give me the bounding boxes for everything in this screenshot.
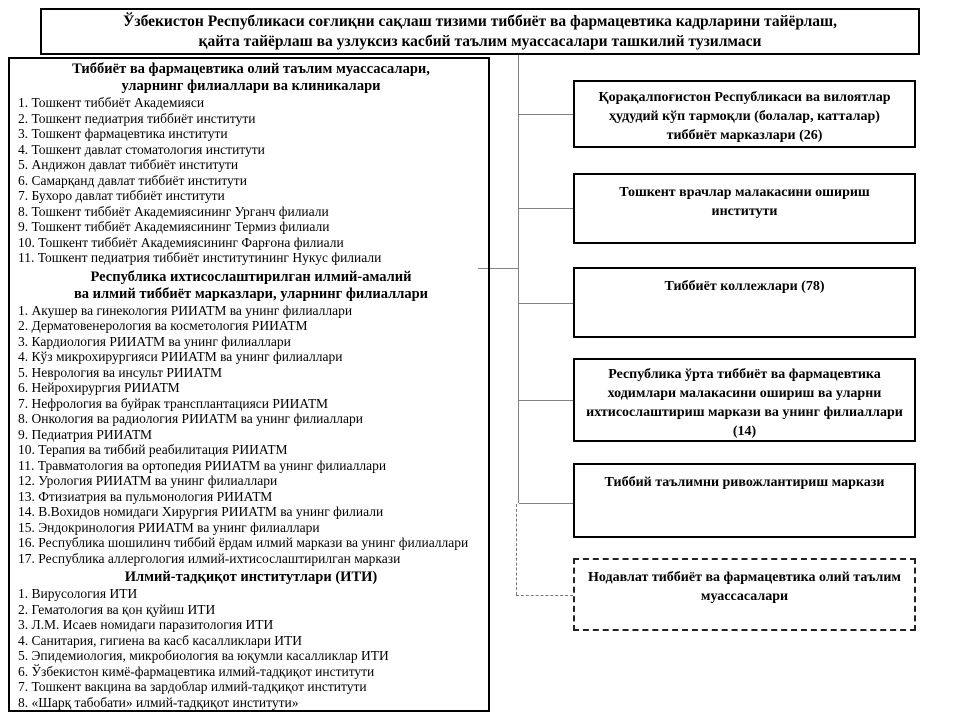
list-item: 4. Тошкент давлат стоматология институти	[18, 141, 265, 157]
section-header: Илмий-тадқиқот институтлари (ИТИ)	[124, 569, 378, 585]
list-item: 7. Нефрология ва буйрак трансплантацияси…	[18, 395, 329, 411]
list-item: 5. Андижон давлат тиббиёт институти	[18, 157, 239, 172]
list-item: 11. Травматология ва ортопедия РИИАТМ ва…	[18, 457, 387, 473]
branch-line-2	[519, 208, 573, 209]
list-item: 1. Акушер ва гинекология РИИАТМ ва унинг…	[18, 302, 353, 318]
box-tashkent-doctors-institute: Тошкент врачлар малакасини ошириш инстит…	[573, 173, 916, 244]
section-item-list: 1. Акушер ва гинекология РИИАТМ ва унинг…	[18, 303, 484, 567]
list-item: 17. Республика аллергология илмий-ихтисо…	[18, 550, 401, 566]
list-item: 11. Тошкент педиатрия тиббиёт институтин…	[18, 250, 382, 265]
branch-line-5	[519, 503, 573, 504]
box-nongovernment-higher-education: Нодавлат тиббиёт ва фармацевтика олий та…	[573, 558, 916, 631]
list-item: 10. Терапия ва тиббий реабилитация РИИАТ…	[18, 442, 288, 457]
section-header: ва илмий тиббиёт марказлари, уларнинг фи…	[73, 285, 429, 302]
list-item: 15. Эндокринология РИИАТМ ва унинг филиа…	[18, 519, 320, 535]
list-item: 2. Дерматовенерология ва косметология РИ…	[18, 318, 308, 333]
list-item: 3. Кардиология РИИАТМ ва унинг филиаллар…	[18, 333, 291, 349]
box-mid-level-staff-center: Республика ўрта тиббиёт ва фармацевтика …	[573, 358, 916, 442]
list-item: 3. Тошкент фармацевтика институти	[18, 126, 228, 141]
box-label: Тошкент врачлар малакасини ошириш инстит…	[619, 185, 870, 219]
section-header: Тиббиёт ва фармацевтика олий таълим муас…	[72, 61, 430, 77]
list-item: 1. Тошкент тиббиёт Академияси	[18, 95, 205, 110]
list-item: 4. Санитария, гигиена ва касб касалликла…	[18, 632, 303, 648]
list-item: 5. Неврология ва инсульт РИИАТМ	[18, 364, 223, 380]
box-regional-medical-centers: Қорақалпоғистон Республикаси ва вилоятла…	[573, 80, 916, 148]
list-item: 16. Республика шошилинч тиббий ёрдам илм…	[18, 535, 469, 550]
list-item: 7. Бухоро давлат тиббиёт институти	[18, 188, 225, 203]
box-label: Нодавлат тиббиёт ва фармацевтика олий та…	[588, 570, 901, 604]
list-item: 13. Фтизиатрия ва пульмонология РИИАТМ	[18, 488, 273, 504]
section-specialized-centers: Республика ихтисослаштирилган илмий-амал…	[18, 269, 484, 567]
box-label: Республика ўрта тиббиёт ва фармацевтика …	[586, 367, 903, 439]
list-item: 6. Нейрохирургия РИИАТМ	[18, 380, 180, 395]
list-item: 4. Кўз микрохирургияси РИИАТМ ва унинг ф…	[18, 349, 343, 364]
list-item: 5. Эпидемиология, микробиология ва юқумл…	[18, 648, 389, 663]
section-research-institutes: Илмий-тадқиқот институтлари (ИТИ) 1. Вир…	[18, 569, 484, 710]
chart-title-box: Ўзбекистон Республикаси соғлиқни сақлаш …	[40, 8, 920, 55]
list-item: 6. Ўзбекистон кимё-фармацевтика илмий-та…	[18, 663, 375, 679]
list-item: 14. В.Вохидов номидаги Хирургия РИИАТМ в…	[18, 504, 384, 519]
list-item: 9. Педиатрия РИИАТМ	[18, 426, 153, 442]
section-header: уларнинг филиаллари ва клиникалари	[121, 78, 381, 94]
list-item: 8. Онкология ва радиология РИИАТМ ва уни…	[18, 411, 363, 426]
list-item: 3. Л.М. Исаев номидаги паразитология ИТИ	[18, 617, 274, 632]
left-panel-connector-line	[478, 268, 518, 269]
list-item: 8. «Шарқ табобати» илмий-тадқиқот инстит…	[18, 694, 299, 710]
section-higher-education: Тиббиёт ва фармацевтика олий таълим муас…	[18, 61, 484, 266]
box-medical-education-development-center: Тиббий таълимни ривожлантириш маркази	[573, 463, 916, 538]
list-item: 9. Тошкент тиббиёт Академиясининг Термиз…	[18, 219, 330, 234]
box-medical-colleges: Тиббиёт коллежлари (78)	[573, 267, 916, 338]
box-label: Қорақалпоғистон Республикаси ва вилоятла…	[598, 90, 891, 143]
chart-title-line1: Ўзбекистон Республикаси соғлиқни сақлаш …	[122, 12, 838, 30]
list-item: 10. Тошкент тиббиёт Академиясининг Фарғо…	[18, 234, 344, 250]
list-item: 12. Урология РИИАТМ ва унинг филиаллари	[18, 473, 278, 488]
branch-line-1	[519, 114, 573, 115]
list-item: 7. Тошкент вакцина ва зардоблар илмий-та…	[18, 679, 367, 694]
trunk-connector-line	[518, 55, 519, 503]
list-item: 2. Гематология ва қон қуйиш ИТИ	[18, 601, 216, 617]
branch-line-4	[519, 400, 573, 401]
box-label: Тиббиёт коллежлари (78)	[664, 279, 825, 294]
branch-line-3	[519, 303, 573, 304]
section-header: Республика ихтисослаштирилган илмий-амал…	[90, 268, 412, 285]
list-item: 6. Самарқанд давлат тиббиёт институти	[18, 172, 247, 188]
left-institutions-panel: Тиббиёт ва фармацевтика олий таълим муас…	[8, 57, 490, 712]
list-item: 1. Вирусология ИТИ	[18, 586, 138, 601]
dashed-branch-horizontal-line	[516, 595, 573, 596]
box-label: Тиббий таълимни ривожлантириш маркази	[604, 475, 885, 490]
chart-title-line2: қайта тайёрлаш ва узлуксиз касбий таълим…	[198, 32, 762, 50]
dashed-branch-vertical-line	[516, 504, 517, 595]
list-item: 8. Тошкент тиббиёт Академиясининг Урганч…	[18, 203, 329, 219]
list-item: 2. Тошкент педиатрия тиббиёт институти	[18, 110, 256, 126]
